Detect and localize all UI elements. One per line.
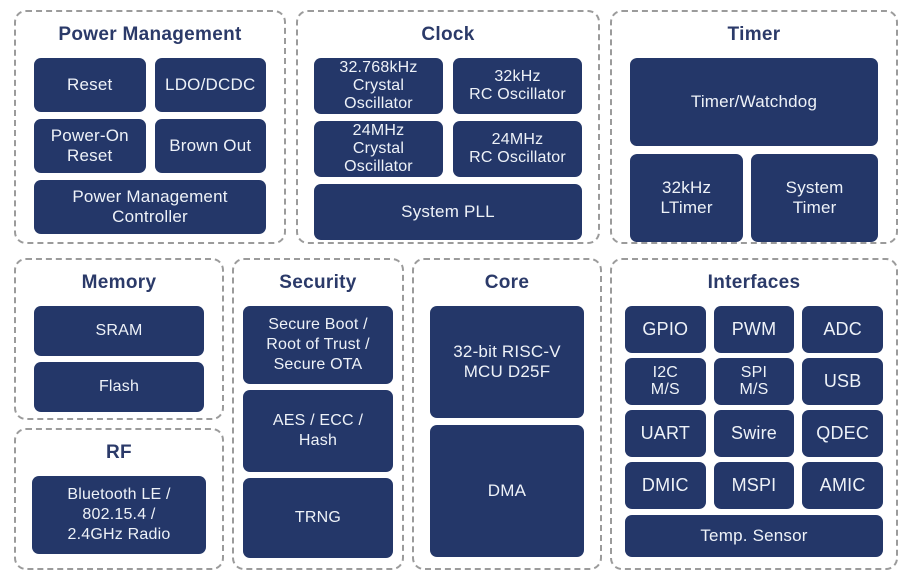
section-clock: Clock 32.768kHz Crystal Oscillator 32kHz… [296,10,600,244]
block-mspi: MSPI [713,462,795,509]
block-ldo-dcdc: LDO/DCDC [154,58,266,112]
block-flash: Flash [34,362,204,412]
section-power-management: Power Management Reset LDO/DCDC Power-On… [14,10,286,244]
section-title-memory: Memory [81,272,157,293]
security-blocks: Secure Boot / Root of Trust / Secure OTA… [234,306,402,558]
section-interfaces: Interfaces GPIO PWM ADC I2C M/S SPI M/S … [610,258,898,570]
clock-blocks: 32.768kHz Crystal Oscillator 32kHz RC Os… [298,58,598,240]
block-uart: UART [625,410,706,457]
section-core: Core 32-bit RISC-V MCU D25F DMA [412,258,602,570]
section-title-clock: Clock [421,24,475,45]
block-system-timer: System Timer [751,154,878,242]
block-system-pll: System PLL [314,184,582,240]
block-aes-ecc-hash: AES / ECC / Hash [243,390,393,472]
block-swire: Swire [713,410,795,457]
section-title-security: Security [279,272,357,293]
block-sram: SRAM [34,306,204,356]
block-power-on-reset: Power-On Reset [34,119,146,173]
timer-blocks: Timer/Watchdog 32kHz LTimer System Timer [612,58,896,242]
block-brown-out: Brown Out [154,119,266,173]
block-secure-boot: Secure Boot / Root of Trust / Secure OTA [243,306,393,384]
rf-blocks: Bluetooth LE / 802.15.4 / 2.4GHz Radio [16,476,222,554]
block-power-management-controller: Power Management Controller [34,180,266,234]
block-32khz-ltimer: 32kHz LTimer [630,154,744,242]
block-qdec: QDEC [802,410,883,457]
block-24mhz-rc-oscillator: 24MHz RC Oscillator [453,121,582,177]
block-usb: USB [802,358,883,405]
block-dmic: DMIC [625,462,706,509]
section-rf: RF Bluetooth LE / 802.15.4 / 2.4GHz Radi… [14,428,224,570]
block-bluetooth-radio: Bluetooth LE / 802.15.4 / 2.4GHz Radio [32,476,206,554]
timer-bottom-row: 32kHz LTimer System Timer [630,154,878,242]
block-24mhz-crystal-oscillator: 24MHz Crystal Oscillator [314,121,443,177]
block-i2c-ms: I2C M/S [625,358,706,405]
block-trng: TRNG [243,478,393,558]
block-pwm: PWM [713,306,795,353]
power-management-blocks: Reset LDO/DCDC Power-On Reset Brown Out … [16,58,284,234]
block-temp-sensor: Temp. Sensor [625,515,883,557]
block-dma: DMA [430,425,584,557]
interfaces-blocks: GPIO PWM ADC I2C M/S SPI M/S USB UART Sw… [612,306,896,509]
interfaces-wide-row: Temp. Sensor [612,515,896,557]
section-memory: Memory SRAM Flash [14,258,224,420]
core-blocks: 32-bit RISC-V MCU D25F DMA [414,306,600,557]
section-title-interfaces: Interfaces [707,272,801,293]
section-title-rf: RF [106,442,132,463]
section-title-timer: Timer [727,24,781,45]
section-title-power-management: Power Management [58,24,242,45]
block-riscv-mcu: 32-bit RISC-V MCU D25F [430,306,584,418]
block-32khz-rc-oscillator: 32kHz RC Oscillator [453,58,582,114]
block-timer-watchdog: Timer/Watchdog [630,58,878,146]
block-amic: AMIC [802,462,883,509]
block-spi-ms: SPI M/S [713,358,795,405]
block-32768khz-crystal-oscillator: 32.768kHz Crystal Oscillator [314,58,443,114]
block-gpio: GPIO [625,306,706,353]
section-title-core: Core [484,272,530,293]
block-adc: ADC [802,306,883,353]
memory-blocks: SRAM Flash [16,306,222,412]
section-timer: Timer Timer/Watchdog 32kHz LTimer System… [610,10,898,244]
section-security: Security Secure Boot / Root of Trust / S… [232,258,404,570]
block-reset: Reset [34,58,146,112]
